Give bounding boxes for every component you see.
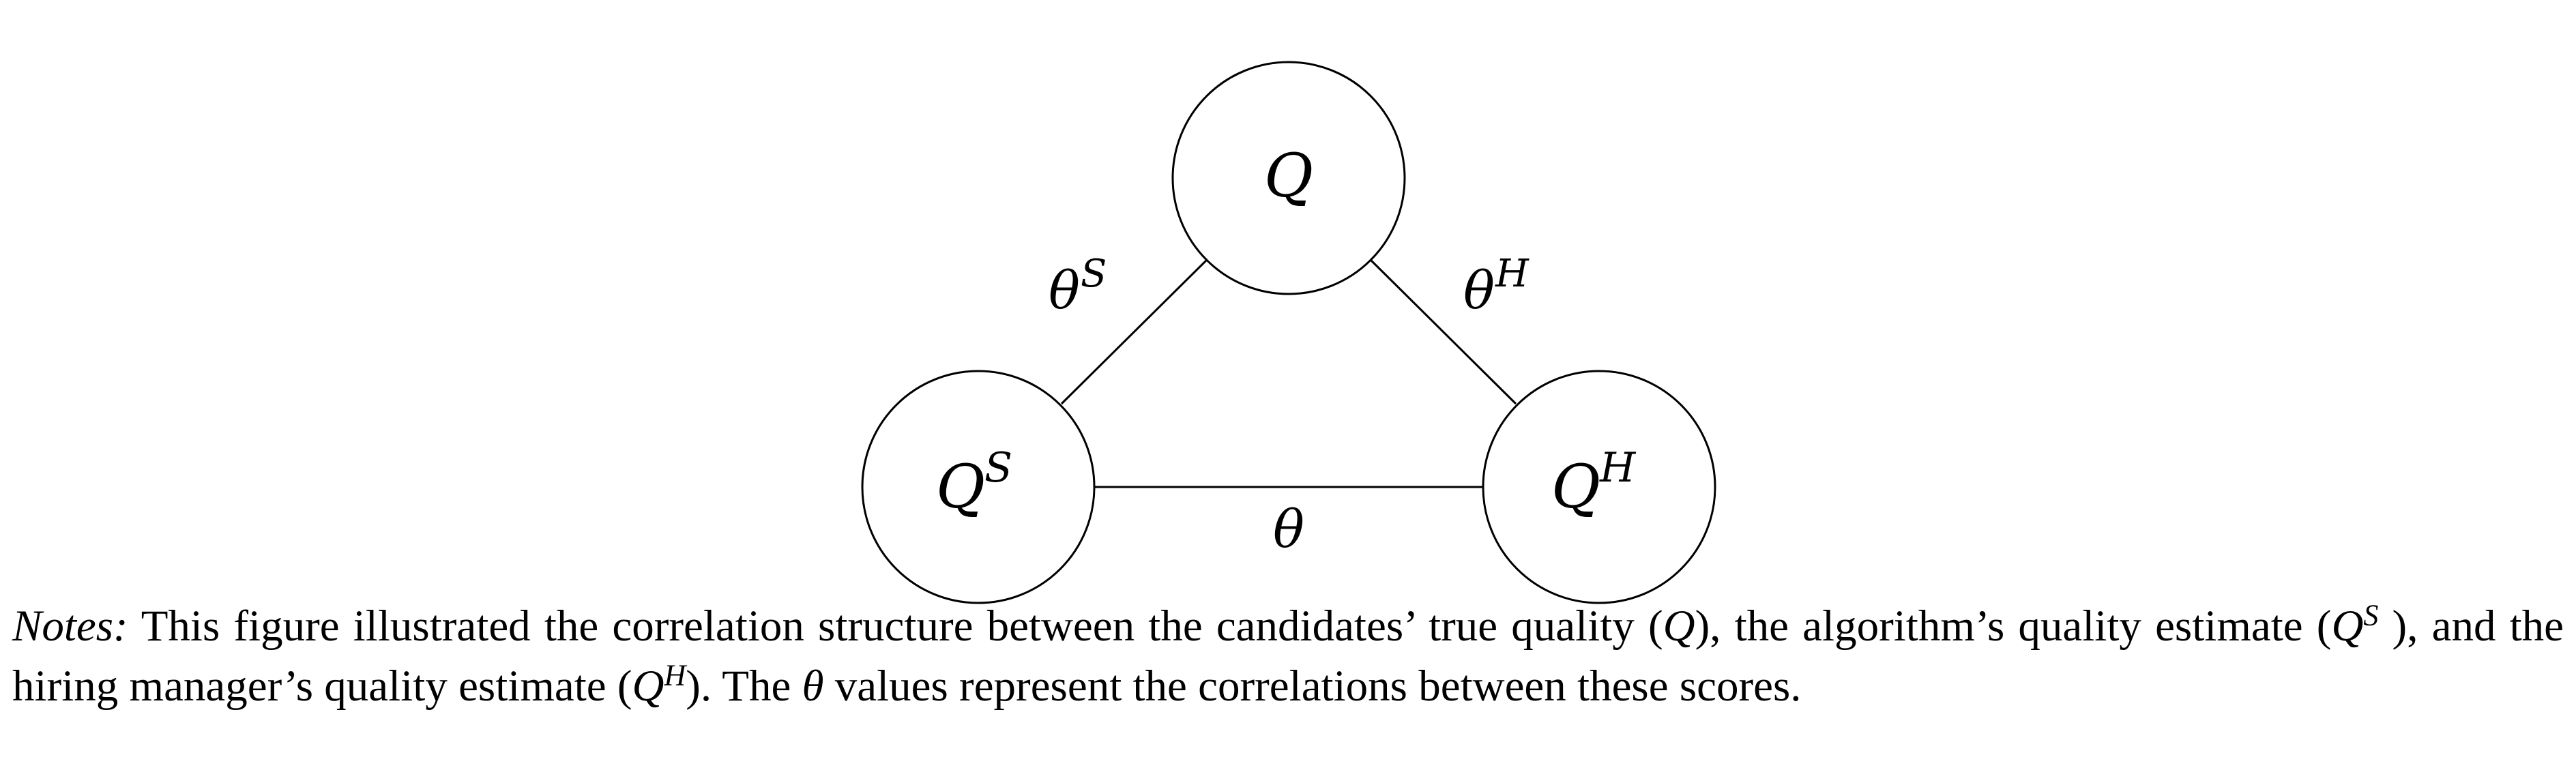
notes-heading: Notes: — [12, 602, 128, 651]
edge-bottom-label: θ — [1273, 499, 1304, 559]
notes-text-5: values represent the correlations betwee… — [823, 662, 1802, 711]
notes-math-qh-sup: H — [664, 658, 686, 692]
edge-top-left-sup: S — [1081, 252, 1107, 296]
node-qs-sup: S — [984, 444, 1012, 492]
node-qh-sup: H — [1599, 444, 1637, 492]
correlation-diagram: Q Q S Q H θ S θ H θ — [861, 61, 1716, 604]
notes-math-theta: θ — [802, 662, 824, 711]
notes-math-qh: Q — [632, 662, 664, 711]
figure-notes: Notes: This figure illustrated the corre… — [12, 596, 2564, 716]
notes-text-1: This figure illustrated the correlation … — [128, 602, 1663, 651]
node-q-label: Q — [1264, 141, 1313, 211]
edge-top-left-label: θ — [1049, 260, 1080, 321]
edge-top-right-sup: H — [1495, 252, 1530, 296]
notes-math-qs-sup: S — [2363, 598, 2379, 632]
node-qs-circle — [861, 370, 1096, 604]
edge-top-right — [1370, 259, 1517, 405]
node-qs-label: Q — [936, 452, 985, 522]
edge-top-right-label: θ — [1463, 260, 1495, 321]
notes-text-2: ), the algorithm’s quality estimate ( — [1695, 602, 2332, 651]
notes-math-qs: Q — [2331, 602, 2364, 651]
node-q-circle — [1171, 61, 1406, 295]
edge-top-left — [1060, 259, 1208, 405]
node-qh-circle — [1482, 370, 1716, 604]
notes-math-q: Q — [1663, 602, 1695, 651]
node-qh-label: Q — [1551, 452, 1600, 522]
notes-text-4: ). The — [686, 662, 802, 711]
notes-text-3: ), and the hiring manager’s quality esti… — [12, 602, 2564, 711]
